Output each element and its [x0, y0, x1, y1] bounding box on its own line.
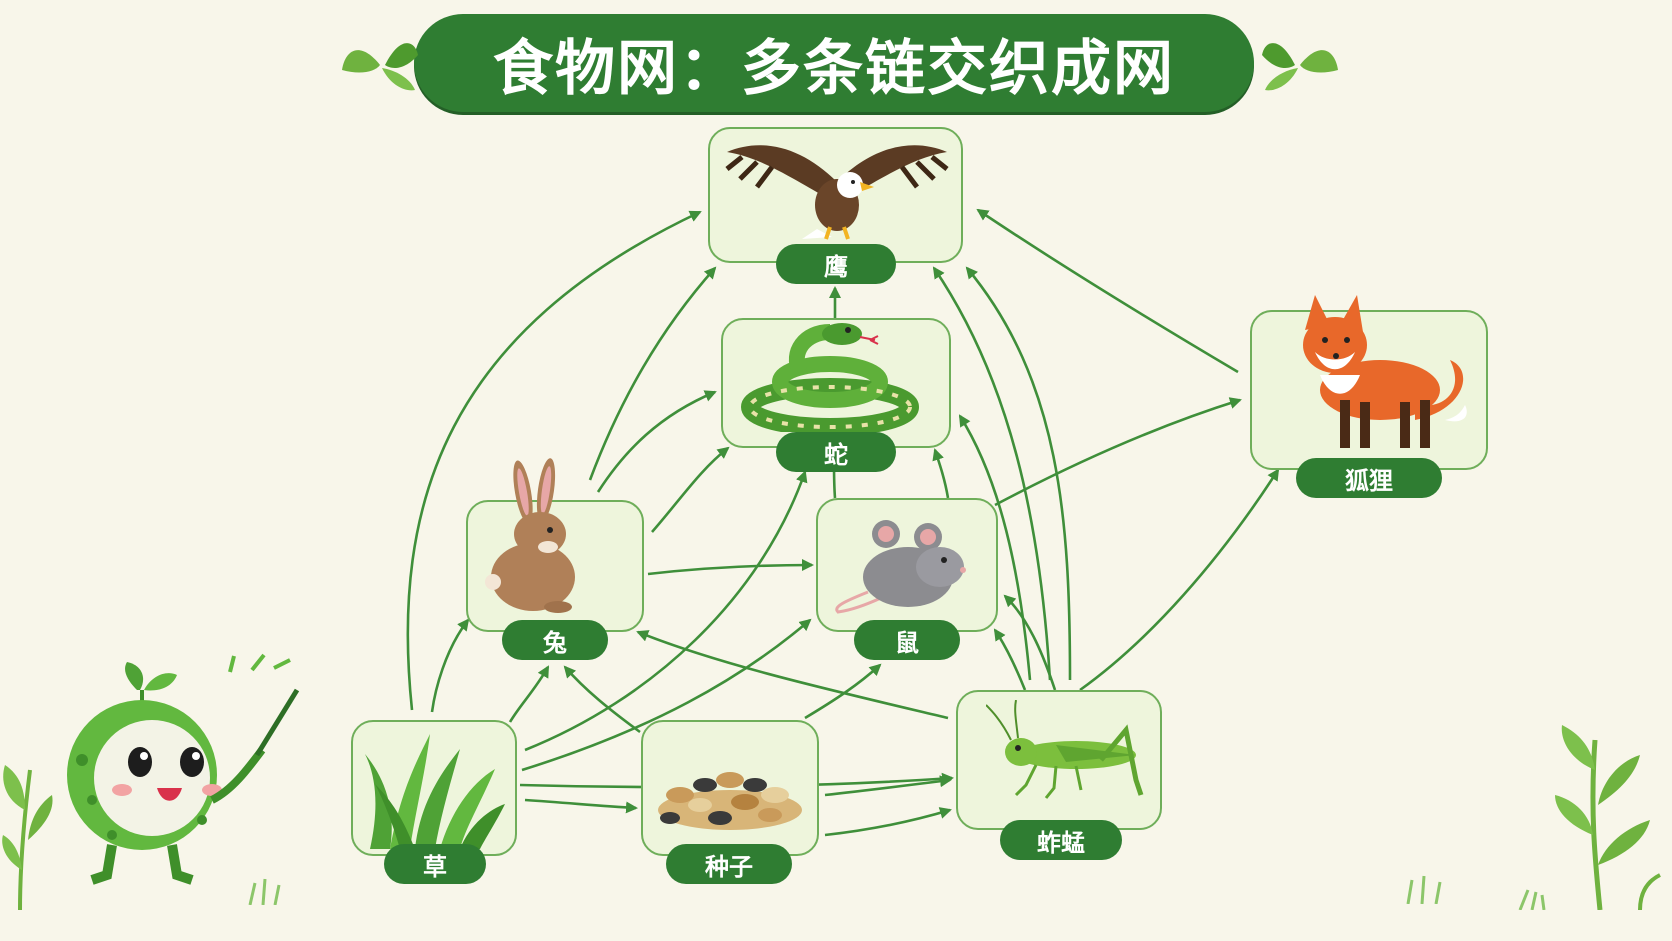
arrow-grasshopper-eagle-2 [965, 266, 1072, 681]
arrow-mouse-eagle [651, 446, 730, 533]
arrow-grasshopper-eagle [932, 266, 1052, 681]
label-grass: 草 [384, 844, 486, 884]
leaf-left-icon [342, 43, 418, 91]
grass-tuft-right-icon [1406, 875, 1442, 904]
arrow-seeds-grasshopper [824, 775, 952, 797]
arrow-grass-rabbit-2 [508, 665, 550, 723]
plant-left-icon [2, 765, 53, 910]
arrow-mouse-fox [994, 397, 1242, 507]
snake-icon [741, 323, 919, 432]
arrow-rabbit-snake [596, 390, 717, 493]
grass-tuft-icon [248, 878, 281, 905]
label-grasshopper: 蚱蜢 [1000, 820, 1122, 860]
rabbit-icon [485, 458, 575, 613]
arrow-grasshopper-mouse [993, 628, 1027, 691]
arrow-grasshopper-snake [958, 414, 1032, 681]
page-title: 食物网：多条链交织成网 [493, 33, 1175, 104]
mouse-icon [835, 520, 966, 614]
arrow-grass-seeds [524, 798, 638, 814]
arrow-rabbit-eagle [588, 266, 717, 481]
label-rabbit: 兔 [502, 620, 608, 660]
arrow-grass-snake [524, 470, 808, 752]
eagle-icon [725, 145, 949, 240]
mascot-icon [67, 653, 300, 885]
leaf-right-icon [1262, 43, 1338, 91]
seeds-icon [658, 772, 802, 830]
arrow-seeds-rabbit [563, 665, 641, 734]
arrow-grasshopper-mouse-2 [1003, 594, 1057, 691]
arrow-rabbit-mouse [647, 559, 814, 576]
arrow-fox-eagle [976, 208, 1239, 374]
arrow-seeds-grasshopper-2 [824, 807, 952, 837]
title-banner: 食物网：多条链交织成网 [414, 14, 1254, 112]
label-snake: 蛇 [776, 432, 896, 472]
grass-icon [365, 734, 505, 849]
arrow-grass-rabbit [430, 618, 470, 713]
arrow-grasshopper-fox [1079, 468, 1280, 692]
arrow-grass-eagle [406, 210, 702, 711]
arrow-mouse-snake-2 [932, 448, 950, 499]
label-fox: 狐狸 [1296, 458, 1442, 498]
label-seeds: 种子 [666, 844, 792, 884]
label-eagle: 鹰 [776, 244, 896, 284]
label-mouse: 鼠 [854, 620, 960, 660]
arrow-grasshopper-rabbit [636, 630, 949, 720]
arrow-grass-mouse [521, 618, 812, 772]
grasshopper-icon [986, 700, 1144, 799]
plant-right-icon [1518, 725, 1661, 910]
fox-icon [1303, 295, 1467, 448]
